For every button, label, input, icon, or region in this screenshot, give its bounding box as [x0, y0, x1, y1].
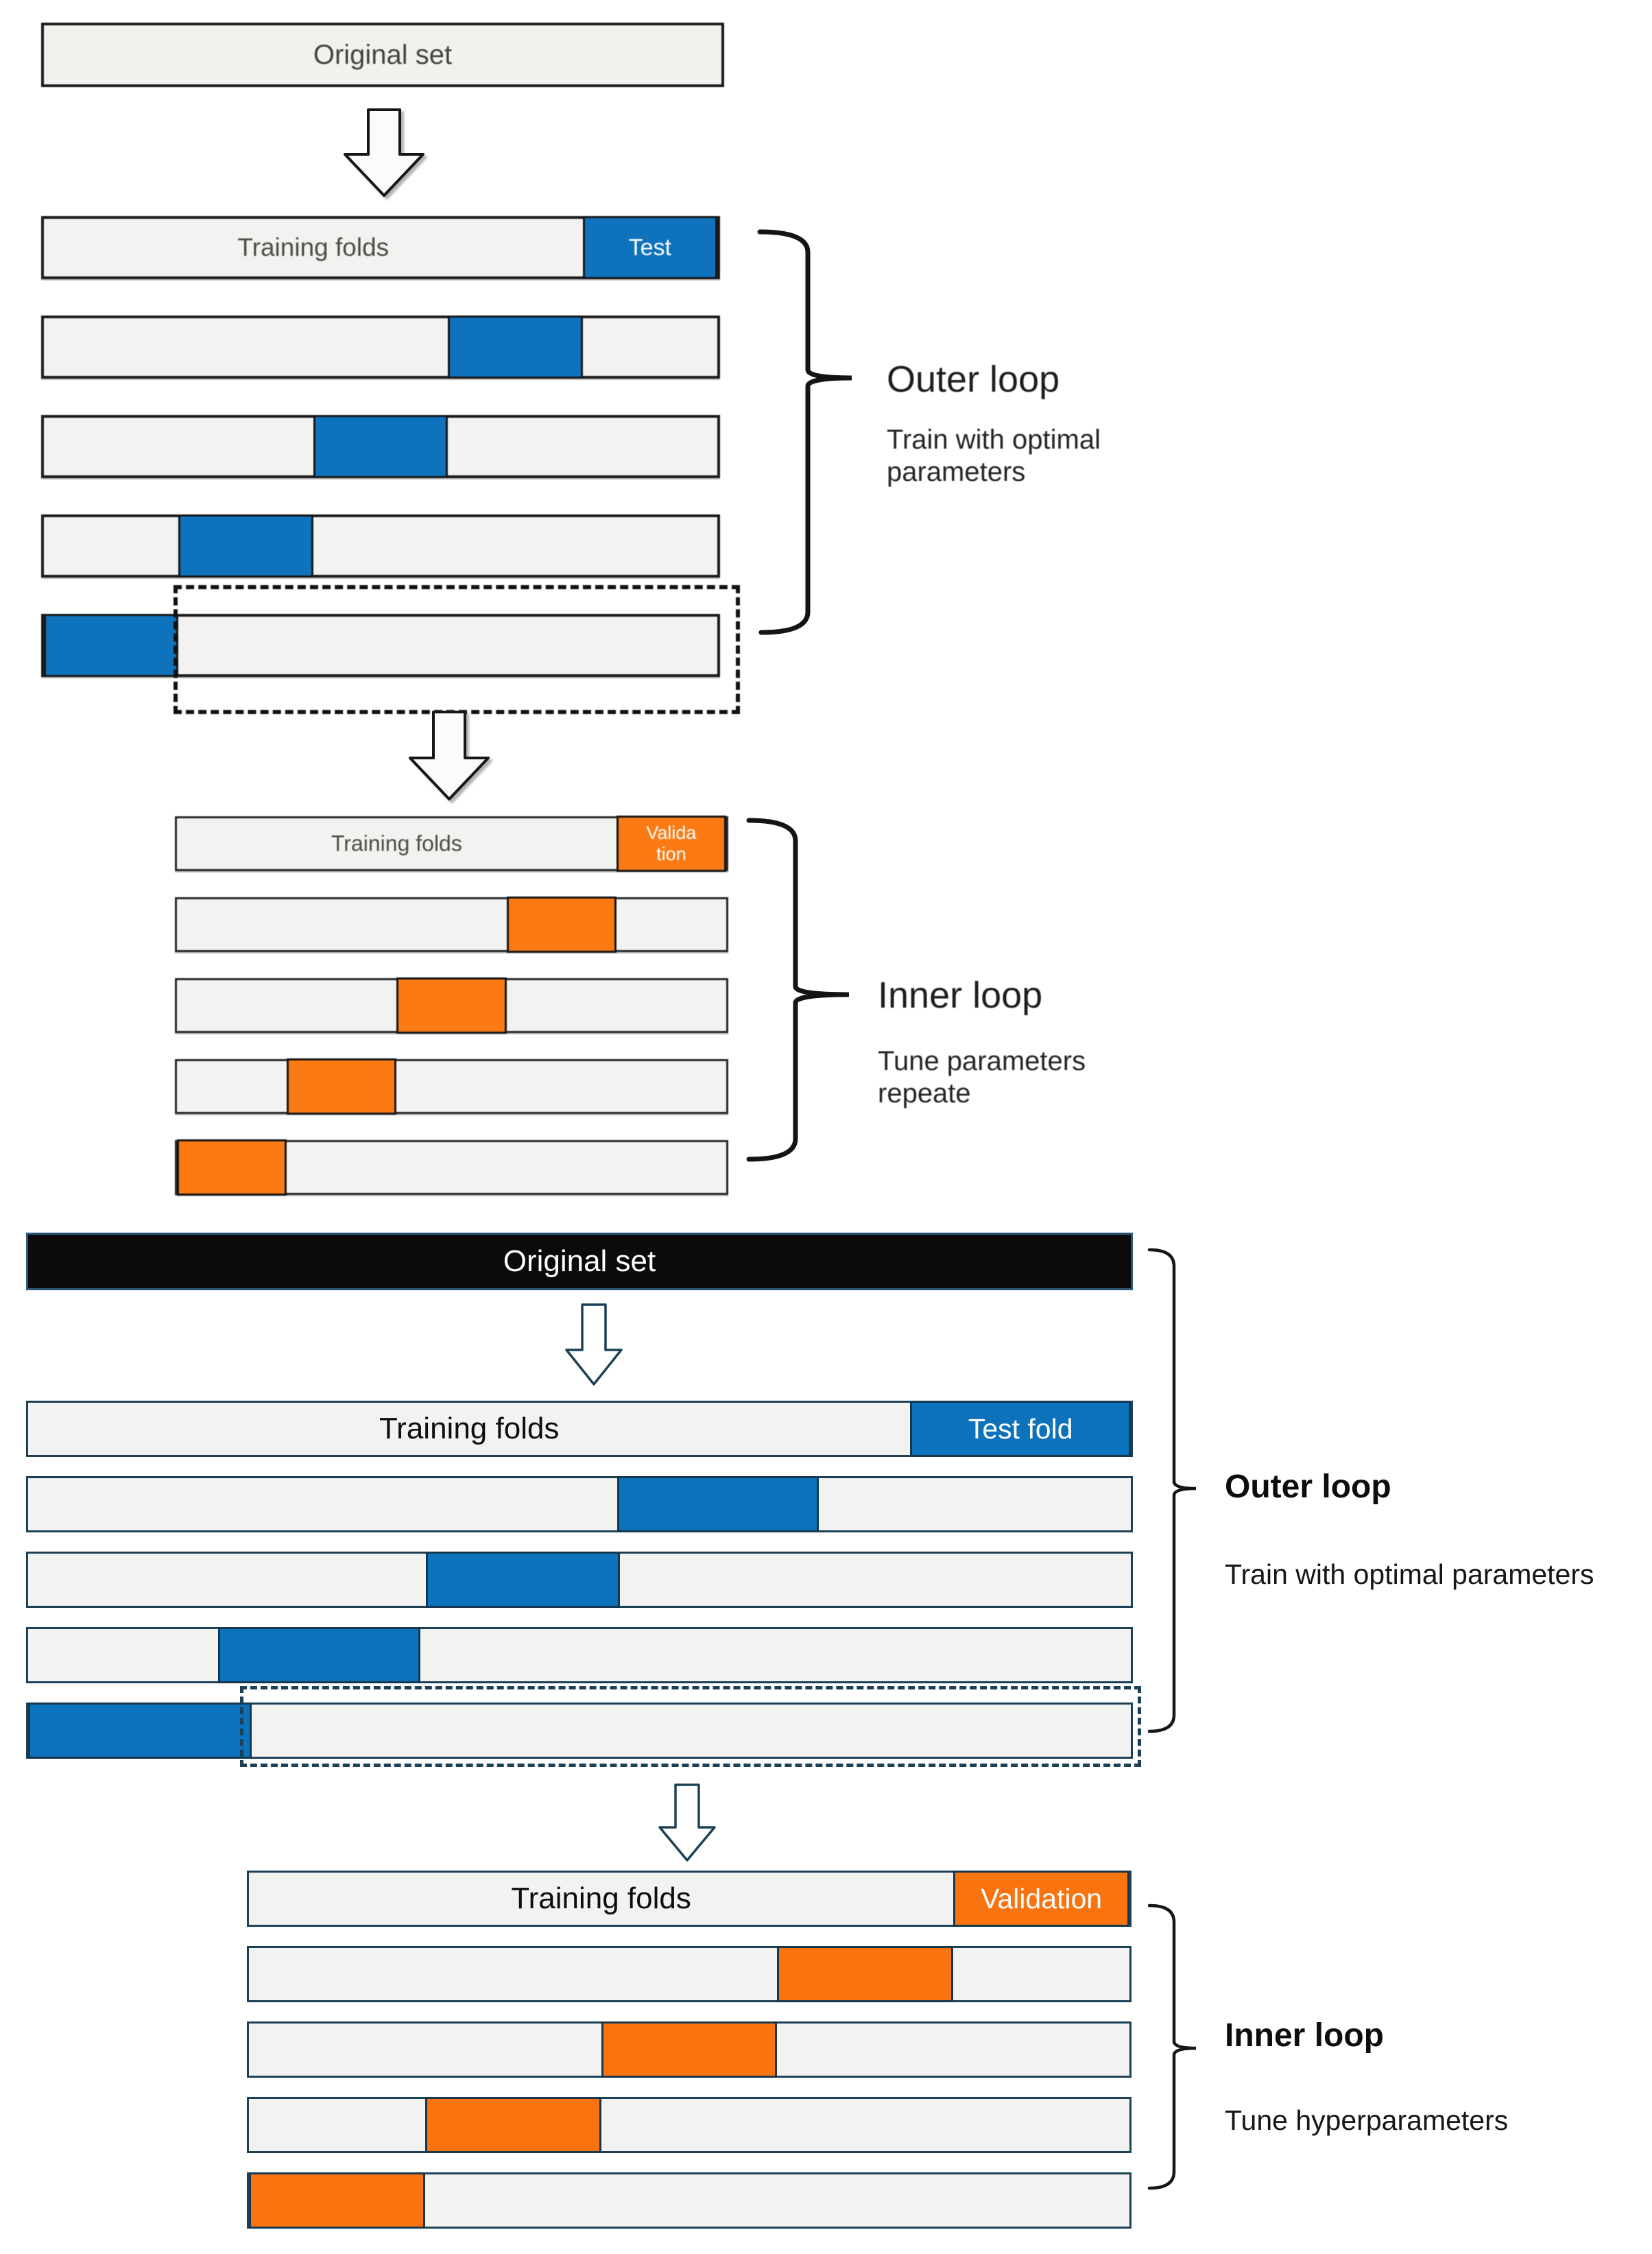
test-fold-segment — [28, 1703, 252, 1759]
test-fold-label: Test fold — [968, 1412, 1073, 1445]
original-set-label: Original set — [503, 1244, 656, 1278]
inner-fold-row — [175, 1139, 728, 1196]
outer-loop-title: Outer loop — [887, 359, 1060, 400]
outer-fold-row — [41, 415, 720, 478]
validation-fold-segment: Validation — [953, 1871, 1129, 1927]
validation-fold-segment — [287, 1058, 397, 1115]
inner-fold-row — [247, 2097, 1132, 2153]
inner-loop-title: Inner loop — [878, 975, 1043, 1016]
training-folds-label: Training folds — [511, 1882, 691, 1915]
down-arrow-icon — [565, 1303, 623, 1386]
inner-fold-row — [247, 2172, 1132, 2229]
test-fold-segment — [448, 316, 583, 379]
training-folds-label: Training folds — [237, 233, 390, 261]
outer-fold-row — [26, 1627, 1133, 1683]
training-folds-label: Training folds — [379, 1412, 560, 1445]
test-fold-segment — [178, 514, 313, 578]
validation-fold-segment — [396, 977, 507, 1034]
outer-loop-description: Train with optimal parameters — [887, 425, 1101, 487]
inner-split-row: Training folds Validation — [247, 1871, 1132, 1927]
validation-label: Valida tion — [646, 822, 697, 864]
validation-fold-segment — [601, 2021, 778, 2078]
inner-loop-description: Tune parameters repeate — [878, 1046, 1086, 1108]
validation-fold-segment — [506, 897, 616, 953]
down-arrow-icon — [658, 1783, 716, 1862]
outer-fold-row — [26, 1703, 1133, 1759]
inner-loop-title: Inner loop — [1225, 2017, 1384, 2054]
outer-fold-row — [41, 316, 720, 379]
bottom-inner-rows: Training folds Validation — [247, 1871, 1132, 2229]
selected-fold-dashed-outline — [173, 585, 740, 714]
inner-fold-row — [247, 1946, 1132, 2002]
outer-split-row: Training folds Test fold — [26, 1401, 1133, 1457]
outer-loop-brace — [1147, 1248, 1197, 1733]
outer-fold-row — [41, 614, 720, 677]
top-outer-rows: Training folds Test — [41, 216, 720, 677]
top-inner-rows: Training folds Valida tion — [175, 816, 728, 1196]
original-set-box: Original set — [26, 1233, 1133, 1290]
test-fold-segment — [313, 415, 448, 478]
original-set-box: Original set — [41, 23, 724, 87]
validation-fold-segment — [424, 2097, 601, 2153]
selected-fold-dashed-outline — [240, 1686, 1141, 1767]
test-fold-segment — [44, 614, 179, 677]
test-fold-segment: Test — [582, 216, 717, 279]
outer-loop-title: Outer loop — [1225, 1469, 1391, 1505]
validation-fold-segment — [777, 1946, 954, 2002]
outer-fold-row — [26, 1552, 1133, 1608]
inner-fold-row — [247, 2021, 1132, 2078]
outer-split-row: Training folds Test — [41, 216, 720, 279]
bottom-outer-rows: Training folds Test fold — [26, 1401, 1133, 1759]
inner-loop-description: Tune hyperparameters — [1225, 2104, 1509, 2136]
inner-fold-row — [175, 897, 728, 953]
validation-fold-segment — [249, 2172, 425, 2229]
test-fold-segment — [616, 1476, 819, 1532]
validation-fold-segment: Valida tion — [616, 816, 726, 872]
outer-fold-row — [26, 1476, 1133, 1532]
inner-fold-row — [175, 977, 728, 1034]
top-diagram: Original set Training folds Test Trainin… — [41, 23, 1101, 1196]
test-label: Test — [628, 234, 671, 261]
outer-loop-description: Train with optimal parameters — [1225, 1558, 1594, 1590]
test-fold-segment — [426, 1552, 621, 1608]
inner-split-row: Training folds Valida tion — [175, 816, 728, 872]
inner-fold-row — [175, 1058, 728, 1115]
inner-loop-brace — [1147, 1903, 1197, 2190]
original-set-label: Original set — [313, 39, 453, 70]
validation-label: Validation — [981, 1882, 1103, 1914]
test-fold-segment — [217, 1627, 421, 1683]
test-fold-segment: Test fold — [910, 1401, 1131, 1457]
training-folds-label: Training folds — [331, 831, 462, 856]
outer-fold-row — [41, 514, 720, 578]
validation-fold-segment — [177, 1139, 287, 1196]
